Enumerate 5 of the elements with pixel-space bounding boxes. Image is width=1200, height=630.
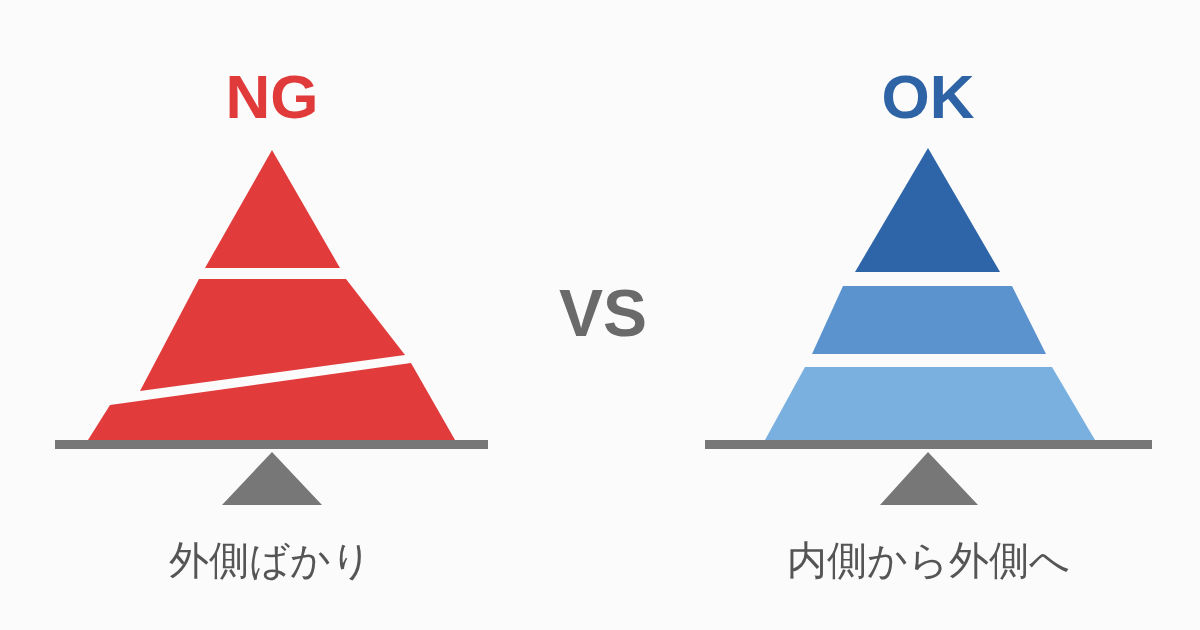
comparison-label: VS [559, 280, 647, 346]
heading: NG [225, 66, 319, 128]
caption: 内側から外側へ [786, 540, 1070, 580]
heading: OK [881, 66, 975, 128]
caption: 外側ばかり [168, 540, 372, 580]
